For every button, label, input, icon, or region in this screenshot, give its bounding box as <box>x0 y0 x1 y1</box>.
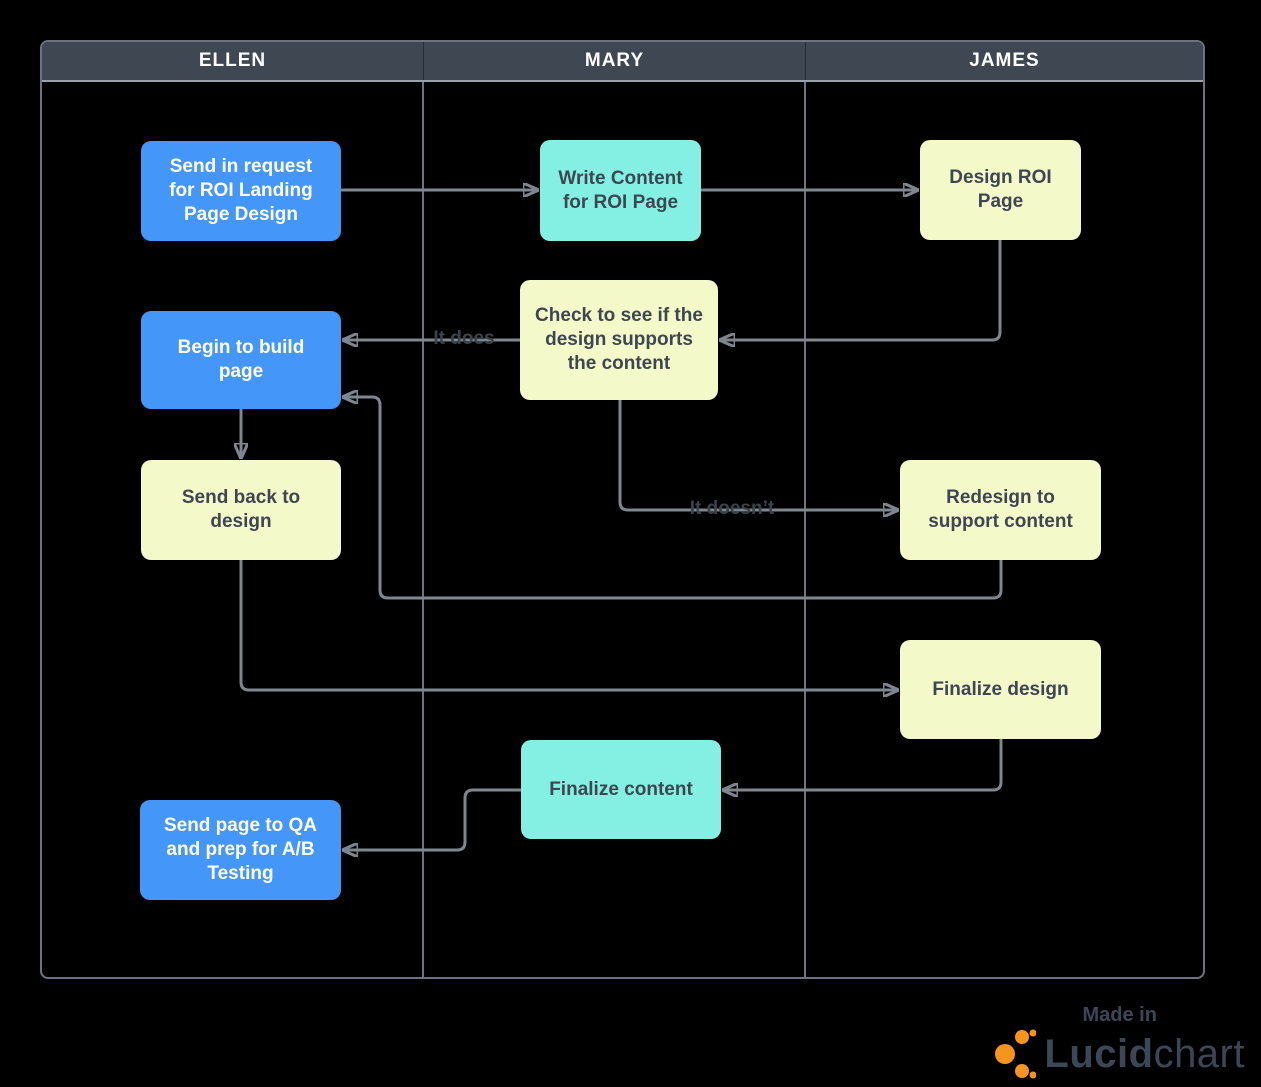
node-check-design: Check to see if the design supports the … <box>520 280 718 400</box>
edge-label-it-doesnt: It doesn’t <box>689 498 775 519</box>
lane-header-row: ELLEN MARY JAMES <box>42 42 1203 82</box>
node-begin-build: Begin to build page <box>141 311 341 409</box>
node-design-roi-page: Design ROI Page <box>920 140 1081 240</box>
lucidchart-logo-icon <box>995 1029 1037 1079</box>
logo-text-chart: chart <box>1153 1031 1245 1076</box>
lucidchart-branding[interactable]: Made in Lucidchart <box>994 1004 1245 1079</box>
lane-divider-2 <box>804 82 806 977</box>
node-send-in-request: Send in request for ROI Landing Page Des… <box>141 141 341 241</box>
node-finalize-content: Finalize content <box>521 740 721 839</box>
swimlane-frame: ELLEN MARY JAMES <box>40 40 1205 979</box>
made-in-label: Made in <box>1082 1004 1157 1026</box>
node-redesign: Redesign to support content <box>900 460 1101 560</box>
lane-divider-1 <box>422 82 424 977</box>
node-send-to-qa: Send page to QA and prep for A/B Testing <box>140 800 341 900</box>
edge-label-it-does: It does <box>433 328 495 349</box>
lane-header-mary: MARY <box>423 42 805 80</box>
node-write-content: Write Content for ROI Page <box>540 140 701 241</box>
lane-header-james: JAMES <box>805 42 1203 80</box>
lucidchart-logo: Lucidchart <box>994 1029 1245 1079</box>
lucidchart-logo-text: Lucidchart <box>1044 1032 1245 1077</box>
node-finalize-design: Finalize design <box>900 640 1101 739</box>
lane-header-ellen: ELLEN <box>198 50 267 71</box>
logo-text-lucid: Lucid <box>1044 1031 1154 1076</box>
node-send-back: Send back to design <box>141 460 341 560</box>
